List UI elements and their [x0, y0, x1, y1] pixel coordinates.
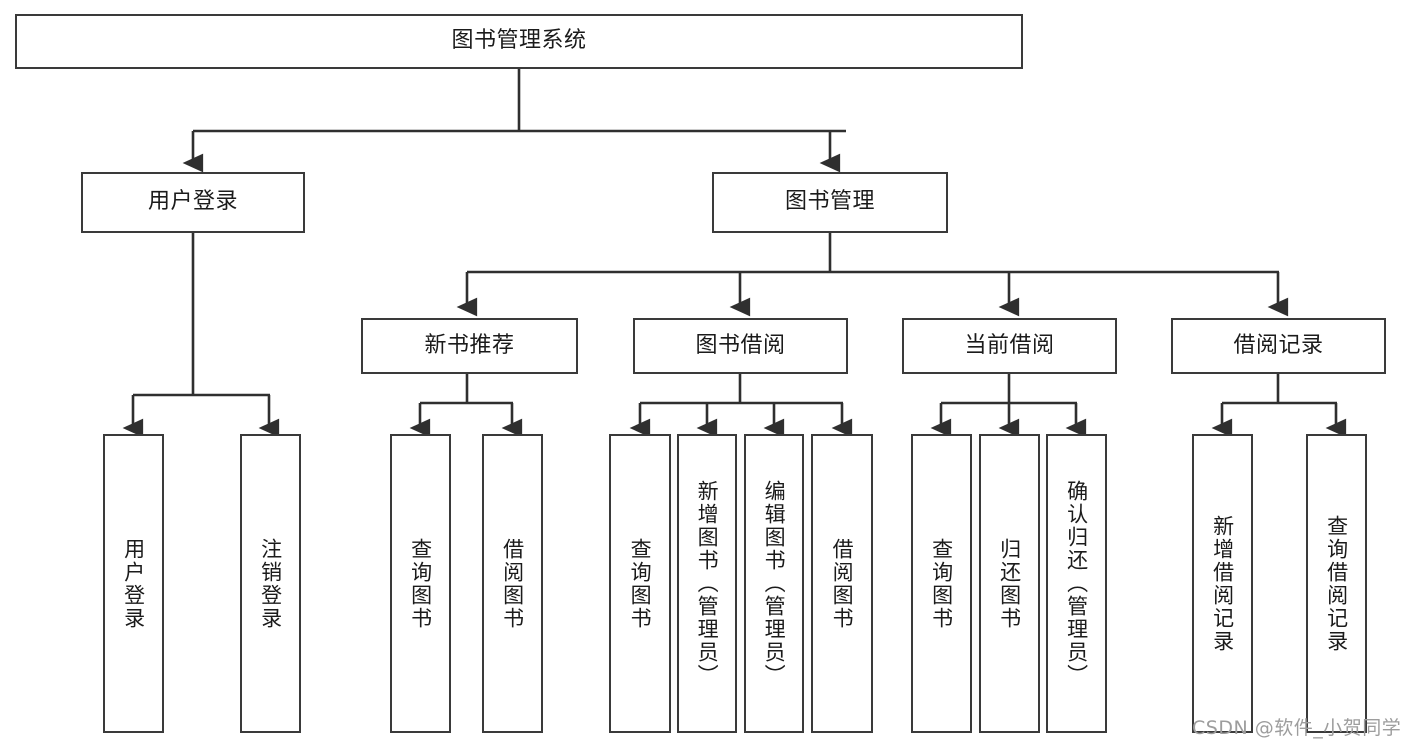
- leaf-edit-book[interactable]: 编辑图书（管理员）: [744, 434, 804, 733]
- leaf-query-book-1-label: 查询图书: [408, 537, 433, 630]
- node-new-book-recommend[interactable]: 新书推荐: [361, 318, 578, 374]
- leaf-confirm-return-label: 确认归还（管理员）: [1064, 480, 1089, 687]
- leaf-query-record-label: 查询借阅记录: [1324, 514, 1349, 653]
- leaf-user-login[interactable]: 用户登录: [103, 434, 164, 733]
- node-borrow-record-label: 借阅记录: [1233, 332, 1324, 358]
- leaf-query-record[interactable]: 查询借阅记录: [1306, 434, 1367, 733]
- leaf-add-book-label: 新增图书（管理员）: [695, 480, 720, 687]
- node-root-label: 图书管理系统: [451, 28, 587, 54]
- node-user-login-label: 用户登录: [147, 189, 238, 215]
- node-current-borrow-label: 当前借阅: [964, 332, 1055, 358]
- node-book-manage[interactable]: 图书管理: [712, 172, 948, 233]
- leaf-confirm-return[interactable]: 确认归还（管理员）: [1046, 434, 1107, 733]
- leaf-borrow-book-1-label: 借阅图书: [500, 537, 525, 630]
- node-user-login[interactable]: 用户登录: [81, 172, 305, 233]
- leaf-borrow-book-2[interactable]: 借阅图书: [811, 434, 873, 733]
- leaf-query-book-1[interactable]: 查询图书: [390, 434, 451, 733]
- node-current-borrow[interactable]: 当前借阅: [902, 318, 1117, 374]
- leaf-logout-login[interactable]: 注销登录: [240, 434, 301, 733]
- leaf-add-record-label: 新增借阅记录: [1210, 514, 1235, 653]
- leaf-logout-login-label: 注销登录: [258, 537, 283, 630]
- node-book-manage-label: 图书管理: [784, 189, 875, 215]
- leaf-query-book-2-label: 查询图书: [628, 537, 653, 630]
- leaf-edit-book-label: 编辑图书（管理员）: [762, 480, 787, 687]
- leaf-borrow-book-1[interactable]: 借阅图书: [482, 434, 543, 733]
- node-root[interactable]: 图书管理系统: [15, 14, 1023, 69]
- leaf-add-book[interactable]: 新增图书（管理员）: [677, 434, 737, 733]
- node-book-borrow-label: 图书借阅: [695, 332, 786, 358]
- leaf-return-book[interactable]: 归还图书: [979, 434, 1040, 733]
- node-book-borrow[interactable]: 图书借阅: [633, 318, 848, 374]
- leaf-borrow-book-2-label: 借阅图书: [830, 537, 855, 630]
- leaf-add-record[interactable]: 新增借阅记录: [1192, 434, 1253, 733]
- node-new-book-recommend-label: 新书推荐: [424, 332, 515, 358]
- leaf-query-book-3-label: 查询图书: [929, 537, 954, 630]
- node-borrow-record[interactable]: 借阅记录: [1171, 318, 1386, 374]
- leaf-user-login-label: 用户登录: [121, 537, 146, 630]
- leaf-query-book-2[interactable]: 查询图书: [609, 434, 671, 733]
- leaf-return-book-label: 归还图书: [997, 537, 1022, 630]
- leaf-query-book-3[interactable]: 查询图书: [911, 434, 972, 733]
